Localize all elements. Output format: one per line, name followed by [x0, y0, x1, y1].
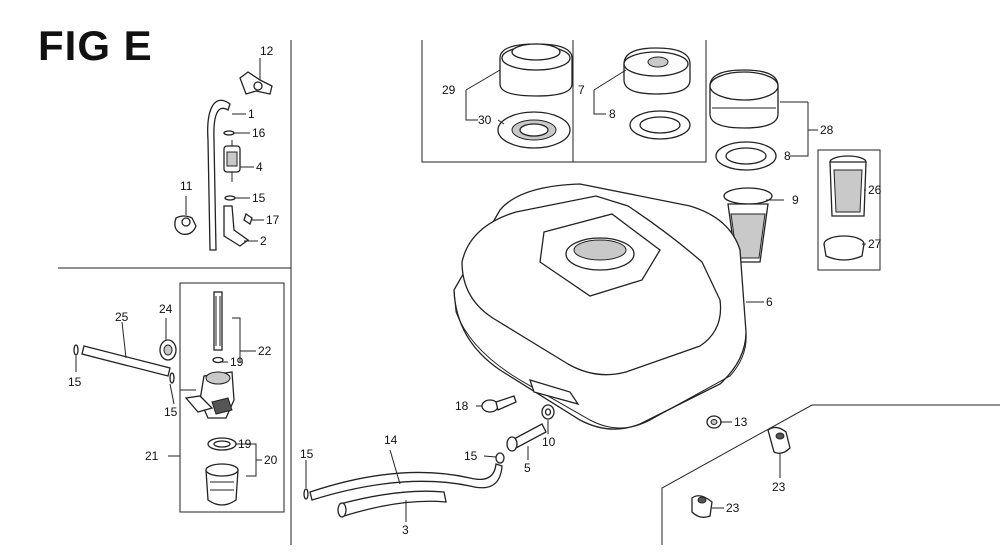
strainer-26 — [829, 155, 867, 217]
callout-16: 16 — [252, 126, 266, 140]
cap-gasket-30 — [497, 111, 571, 149]
callout-23-upper: 23 — [772, 480, 786, 494]
hose-clip-12 — [239, 71, 273, 95]
callout-15-cock: 15 — [164, 405, 178, 419]
callout-labels: 1 2 3 4 5 6 7 8 8 9 10 11 12 13 14 15 15… — [68, 44, 882, 537]
callout-18: 18 — [455, 399, 469, 413]
callout-26: 26 — [868, 183, 882, 197]
clip-16 — [223, 130, 235, 136]
gasket-19 — [207, 437, 237, 451]
clip-11 — [174, 215, 197, 235]
callout-13: 13 — [734, 415, 748, 429]
clip-23-lower — [691, 495, 713, 518]
callout-27: 27 — [868, 237, 882, 251]
callout-29: 29 — [442, 83, 456, 97]
callout-23-lower: 23 — [726, 501, 740, 515]
callout-30: 30 — [478, 113, 492, 127]
washer-10 — [541, 404, 555, 420]
callout-20: 20 — [264, 453, 278, 467]
fuel-tank-6 — [453, 183, 747, 430]
callout-6: 6 — [766, 295, 773, 309]
fuel-cap-28 — [709, 69, 779, 129]
callout-28: 28 — [820, 123, 834, 137]
leader-lines — [75, 58, 866, 522]
fuel-cap-29 — [499, 43, 573, 97]
cap-gasket-8-upper — [629, 110, 691, 140]
callout-25: 25 — [115, 310, 129, 324]
figure-title: FIG E — [38, 22, 153, 69]
clip-15-bottom-right — [495, 452, 505, 464]
callout-15-bottom-right: 15 — [464, 449, 478, 463]
callout-9: 9 — [792, 193, 799, 207]
callout-22: 22 — [258, 344, 272, 358]
clip-15-upper — [224, 195, 236, 201]
clip-17 — [243, 212, 253, 226]
callout-19-lower: 19 — [238, 437, 252, 451]
nut-13 — [706, 415, 722, 429]
clip-15-left — [73, 344, 79, 356]
hose-2 — [223, 205, 250, 247]
cap-gasket-8-lower — [715, 141, 777, 171]
strainer-ring-27 — [823, 235, 865, 261]
grommet-24 — [159, 339, 177, 361]
callout-8-lower: 8 — [784, 149, 791, 163]
callout-15-left: 15 — [68, 375, 82, 389]
callout-3: 3 — [402, 523, 409, 537]
fuel-hose-1 — [207, 99, 231, 251]
callout-14: 14 — [384, 433, 398, 447]
fuel-cock-21 — [184, 291, 235, 419]
callout-21: 21 — [145, 449, 159, 463]
hose-14 — [309, 463, 503, 501]
hose-3 — [337, 490, 447, 518]
callout-4: 4 — [256, 160, 263, 174]
callout-1: 1 — [248, 107, 255, 121]
callout-15-hose: 15 — [252, 191, 266, 205]
clip-15-cock — [169, 372, 175, 384]
callout-24: 24 — [159, 302, 173, 316]
callout-2: 2 — [260, 234, 267, 248]
callout-8-upper: 8 — [609, 107, 616, 121]
clip-15-bottom-left — [303, 488, 309, 500]
fuel-cup-20 — [205, 463, 239, 506]
callout-17: 17 — [266, 213, 280, 227]
hose-25 — [81, 345, 171, 377]
callout-5: 5 — [524, 461, 531, 475]
bolt-18 — [481, 395, 517, 413]
callout-12: 12 — [260, 44, 274, 58]
joint-5 — [506, 423, 547, 452]
callout-15-bottom-left: 15 — [300, 447, 314, 461]
callout-19-upper: 19 — [230, 355, 244, 369]
clip-23-upper — [767, 426, 791, 454]
callout-11: 11 — [180, 179, 193, 193]
callout-10: 10 — [542, 435, 556, 449]
callout-7: 7 — [578, 83, 585, 97]
fuel-cap-7 — [623, 47, 691, 95]
fuel-strainer-4 — [223, 140, 241, 182]
